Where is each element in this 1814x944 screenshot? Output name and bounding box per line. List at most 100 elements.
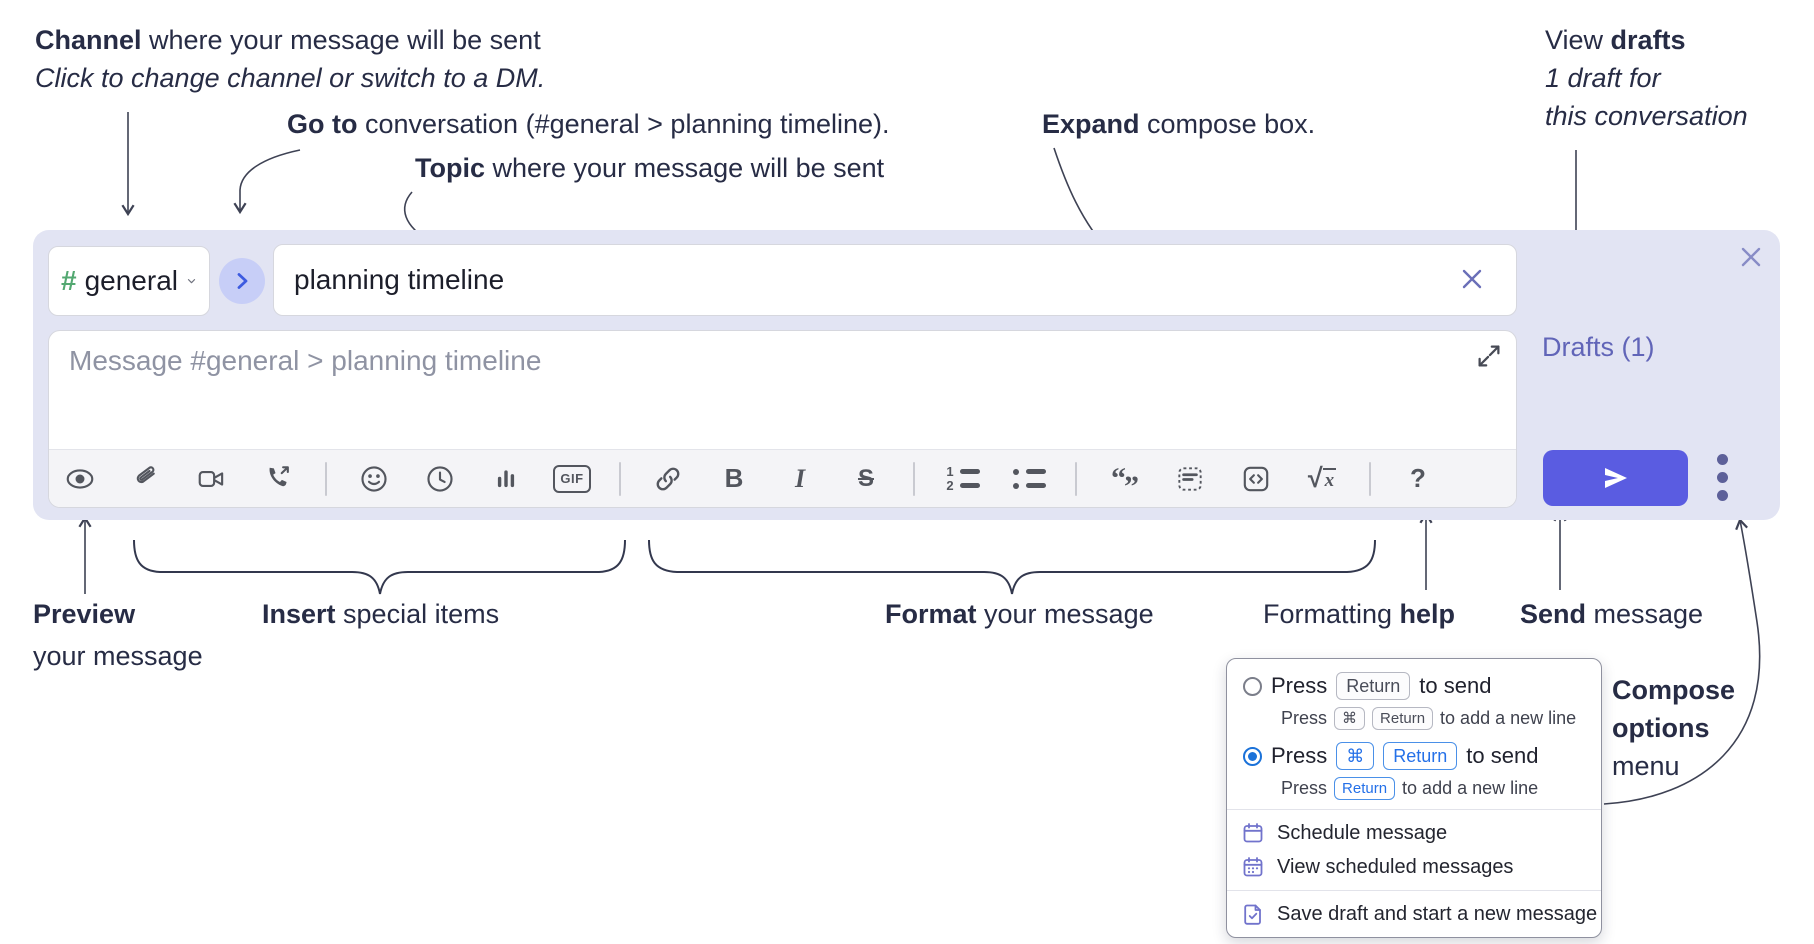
schedule-clock-icon[interactable] — [421, 455, 459, 503]
annotation-send-bold: Send — [1520, 599, 1587, 629]
menu-divider — [1227, 890, 1601, 891]
radio-unselected[interactable] — [1243, 676, 1262, 696]
annotation-preview: Preview — [33, 599, 136, 629]
annotation-format: Format your message — [885, 596, 1154, 632]
audio-call-icon[interactable] — [259, 455, 297, 503]
annotation-send-rest: message — [1586, 599, 1704, 629]
schedule-message-item[interactable]: Schedule message — [1227, 816, 1601, 850]
send-button[interactable] — [1543, 450, 1688, 506]
annotation-view-drafts-line2: 1 draft for — [1545, 63, 1661, 93]
channel-name: general — [84, 265, 178, 296]
option-text: to send — [1466, 743, 1539, 768]
code-icon[interactable] — [1237, 455, 1275, 503]
option-subtext: Press — [1281, 777, 1328, 798]
channel-selector[interactable]: # general — [48, 246, 210, 316]
link-icon[interactable] — [649, 455, 687, 503]
option-subtext: to add a new line — [1402, 777, 1539, 798]
compose-close-button[interactable] — [1738, 244, 1764, 270]
annotation-compose-options-line1: Compose — [1612, 675, 1736, 705]
expand-icon — [1478, 345, 1500, 367]
annotation-expand: Expand compose box. — [1042, 106, 1315, 142]
cmd-return-to-send-subtext: Press Return to add a new line — [1227, 775, 1601, 801]
strikethrough-icon[interactable]: S — [847, 455, 885, 503]
radical-glyph: √ — [1307, 463, 1323, 493]
annotation-topic-rest: where your message will be sent — [485, 153, 885, 183]
quote-open-glyph: “ — [1111, 461, 1126, 495]
cmd-return-to-send-option[interactable]: Press ⌘ Return to send — [1227, 739, 1601, 773]
annotation-format-rest: your message — [976, 599, 1154, 629]
annotation-channel-line2: Click to change channel or switch to a D… — [35, 63, 546, 93]
emoji-icon[interactable] — [355, 455, 393, 503]
toolbar-divider — [325, 461, 327, 496]
annotation-channel: Channel where your message will be sent — [35, 22, 541, 58]
compose-options-menu: Press Return to send Press ⌘ Return to a… — [1226, 658, 1602, 938]
menu-item-label: Save draft and start a new message — [1277, 902, 1598, 925]
bullet-list-icon[interactable] — [1009, 455, 1047, 503]
annotation-topic-bold: Topic — [415, 153, 485, 183]
view-scheduled-messages-item[interactable]: View scheduled messages — [1227, 850, 1601, 884]
annotation-compose-options-line3: menu — [1612, 751, 1680, 781]
option-text: Press — [1271, 673, 1328, 698]
ordered-list-digit: 2 — [946, 478, 954, 493]
close-icon — [1462, 269, 1482, 289]
annotation-insert: Insert special items — [262, 596, 499, 632]
gif-label: GIF — [553, 464, 591, 493]
compose-box: # general — [33, 230, 1780, 520]
strikethrough-glyph: S — [857, 464, 874, 492]
annotation-goto-rest: conversation (#general > planning timeli… — [357, 109, 890, 139]
code-block-icon[interactable] — [1171, 455, 1209, 503]
go-to-conversation-button[interactable] — [219, 258, 265, 304]
drafts-link[interactable]: Drafts (1) — [1542, 332, 1655, 362]
formula-icon[interactable]: √x — [1303, 455, 1341, 503]
chevron-right-icon — [237, 273, 248, 289]
preview-eye-icon[interactable] — [61, 455, 99, 503]
option-text: to send — [1419, 673, 1492, 698]
return-keycap: Return — [1334, 776, 1396, 800]
poll-chart-icon[interactable] — [487, 455, 525, 503]
message-panel: GIF B I S 12 “” — [48, 330, 1517, 508]
topic-clear-button[interactable] — [1457, 264, 1489, 296]
annotation-insert-bold: Insert — [262, 599, 336, 629]
annotation-compose-options-line2: options — [1612, 713, 1710, 743]
annotation-formatting-help-bold: help — [1399, 599, 1456, 629]
gif-icon[interactable]: GIF — [553, 455, 591, 503]
video-icon[interactable] — [193, 455, 231, 503]
annotation-send: Send message — [1520, 596, 1703, 632]
expand-compose-button[interactable] — [1474, 341, 1504, 371]
italic-icon[interactable]: I — [781, 455, 819, 503]
annotation-expand-bold: Expand — [1042, 109, 1140, 139]
calendar-icon — [1243, 823, 1263, 843]
draft-document-icon — [1244, 904, 1261, 925]
toolbar-divider — [619, 461, 621, 496]
option-subtext: to add a new line — [1440, 707, 1577, 728]
toolbar-divider — [913, 461, 915, 496]
ordered-list-digit: 1 — [946, 464, 954, 479]
topic-input[interactable] — [273, 244, 1517, 316]
bold-icon[interactable]: B — [715, 455, 753, 503]
help-glyph: ? — [1410, 463, 1426, 493]
close-icon — [1741, 247, 1761, 267]
annotation-formatting-help-pre: Formatting — [1263, 599, 1400, 629]
blockquote-icon[interactable]: “” — [1105, 455, 1143, 503]
annotation-view-drafts-pre: View — [1545, 25, 1611, 55]
save-draft-item[interactable]: Save draft and start a new message — [1227, 897, 1601, 931]
message-input[interactable] — [49, 331, 1516, 449]
return-keycap: Return — [1336, 672, 1411, 700]
option-subtext: Press — [1281, 707, 1328, 728]
annotation-view-drafts-bold: drafts — [1610, 25, 1686, 55]
return-to-send-option[interactable]: Press Return to send — [1227, 669, 1601, 703]
attachment-icon[interactable] — [127, 455, 165, 503]
menu-item-label: Schedule message — [1277, 821, 1448, 844]
annotation-channel-rest: where your message will be sent — [141, 25, 541, 55]
radio-selected[interactable] — [1243, 746, 1262, 766]
help-icon[interactable]: ? — [1399, 455, 1437, 503]
compose-options-button[interactable] — [1717, 454, 1729, 501]
bold-glyph: B — [724, 463, 744, 493]
annotation-topic: Topic where your message will be sent — [415, 150, 884, 186]
italic-glyph: I — [794, 463, 806, 493]
toolbar-divider — [1075, 461, 1077, 496]
formula-variable: x — [1322, 468, 1337, 491]
